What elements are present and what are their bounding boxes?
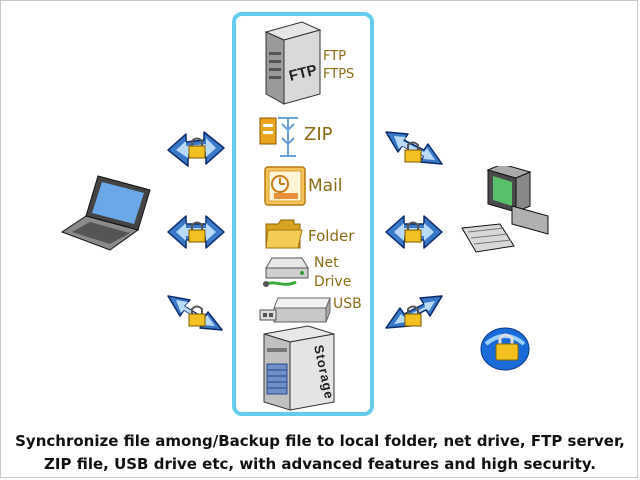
mail-label: Mail bbox=[308, 176, 343, 196]
secure-arrow-icon bbox=[385, 131, 443, 165]
ftp-label: FTP bbox=[323, 49, 347, 64]
secure-arrow-icon bbox=[385, 215, 443, 249]
caption-line-2: ZIP file, USB drive etc, with advanced f… bbox=[44, 455, 596, 473]
folder-label: Folder bbox=[308, 227, 355, 245]
net-label: Net bbox=[314, 255, 339, 271]
secure-arrow-icon bbox=[167, 131, 225, 167]
drive-label: Drive bbox=[314, 274, 352, 290]
mail-icon bbox=[264, 166, 306, 206]
lock-badge-icon bbox=[480, 327, 530, 371]
secure-arrow-icon bbox=[167, 295, 223, 331]
usb-drive-icon bbox=[259, 297, 331, 323]
net-drive-icon bbox=[263, 257, 309, 287]
secure-arrow-icon bbox=[167, 215, 225, 249]
usb-label: USB bbox=[333, 296, 362, 312]
ftps-label: FTPS bbox=[323, 67, 355, 82]
zip-icon bbox=[259, 117, 298, 157]
caption-line-1: Synchronize file among/Backup file to lo… bbox=[15, 432, 625, 450]
ftp-server-icon: FTP bbox=[264, 21, 322, 105]
laptop-icon bbox=[60, 175, 151, 251]
ftp-server-text: FTP bbox=[287, 62, 319, 85]
folder-icon bbox=[265, 219, 303, 249]
desktop-computer-icon bbox=[461, 166, 549, 253]
storage-server-icon: Storage bbox=[263, 325, 337, 411]
zip-label: ZIP bbox=[304, 124, 333, 145]
secure-arrow-icon bbox=[385, 295, 443, 329]
